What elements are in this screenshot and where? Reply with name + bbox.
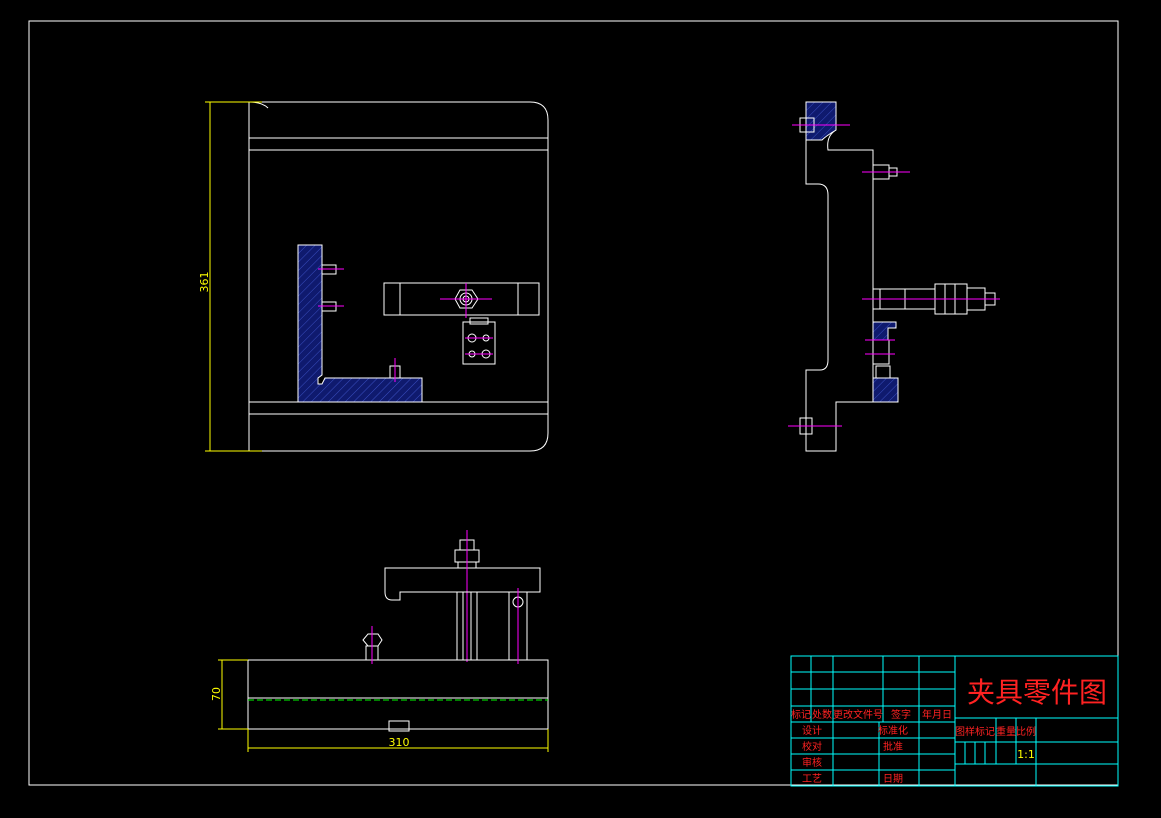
front-view: 361 [198, 101, 549, 452]
side-body-outline [805, 101, 874, 452]
side-view [788, 101, 1000, 452]
lbl-review: 审核 [802, 756, 822, 769]
lbl-check: 校对 [802, 740, 822, 753]
lbl-stage-mark: 图样标记 [955, 725, 995, 738]
dim-bottom-width: 310 [389, 736, 410, 749]
dim-front-height: 361 [198, 272, 211, 293]
lbl-weight: 重量 [996, 725, 1016, 738]
hdr-date: 年月日 [922, 708, 952, 721]
lbl-date: 日期 [883, 773, 903, 785]
scale-value: 1:1 [1017, 748, 1035, 761]
front-plate-outline [248, 101, 549, 452]
drawing-title: 夹具零件图 [967, 676, 1107, 709]
title-block: 夹具零件图 标记 处数 更改文件号 签字 年月日 设计 标准化 校对 批准 审核… [790, 655, 1119, 787]
bottom-view: 70 310 [210, 530, 549, 752]
hdr-sign: 签字 [891, 708, 911, 721]
hdr-change-doc: 更改文件号 [833, 708, 883, 721]
lbl-design: 设计 [802, 724, 822, 737]
l-block-section [297, 244, 423, 403]
hdr-mark: 标记 [791, 709, 811, 721]
clamp-bar [383, 282, 540, 316]
lbl-scale: 比例 [1016, 725, 1036, 738]
dim-bottom-height: 70 [210, 687, 223, 701]
lbl-process: 工艺 [802, 773, 822, 785]
lbl-approve: 批准 [883, 740, 903, 753]
lbl-standard: 标准化 [878, 724, 908, 737]
base-plate [247, 659, 549, 730]
support-block [462, 321, 496, 365]
drawing-border [28, 20, 1119, 786]
hdr-count: 处数 [812, 708, 832, 721]
